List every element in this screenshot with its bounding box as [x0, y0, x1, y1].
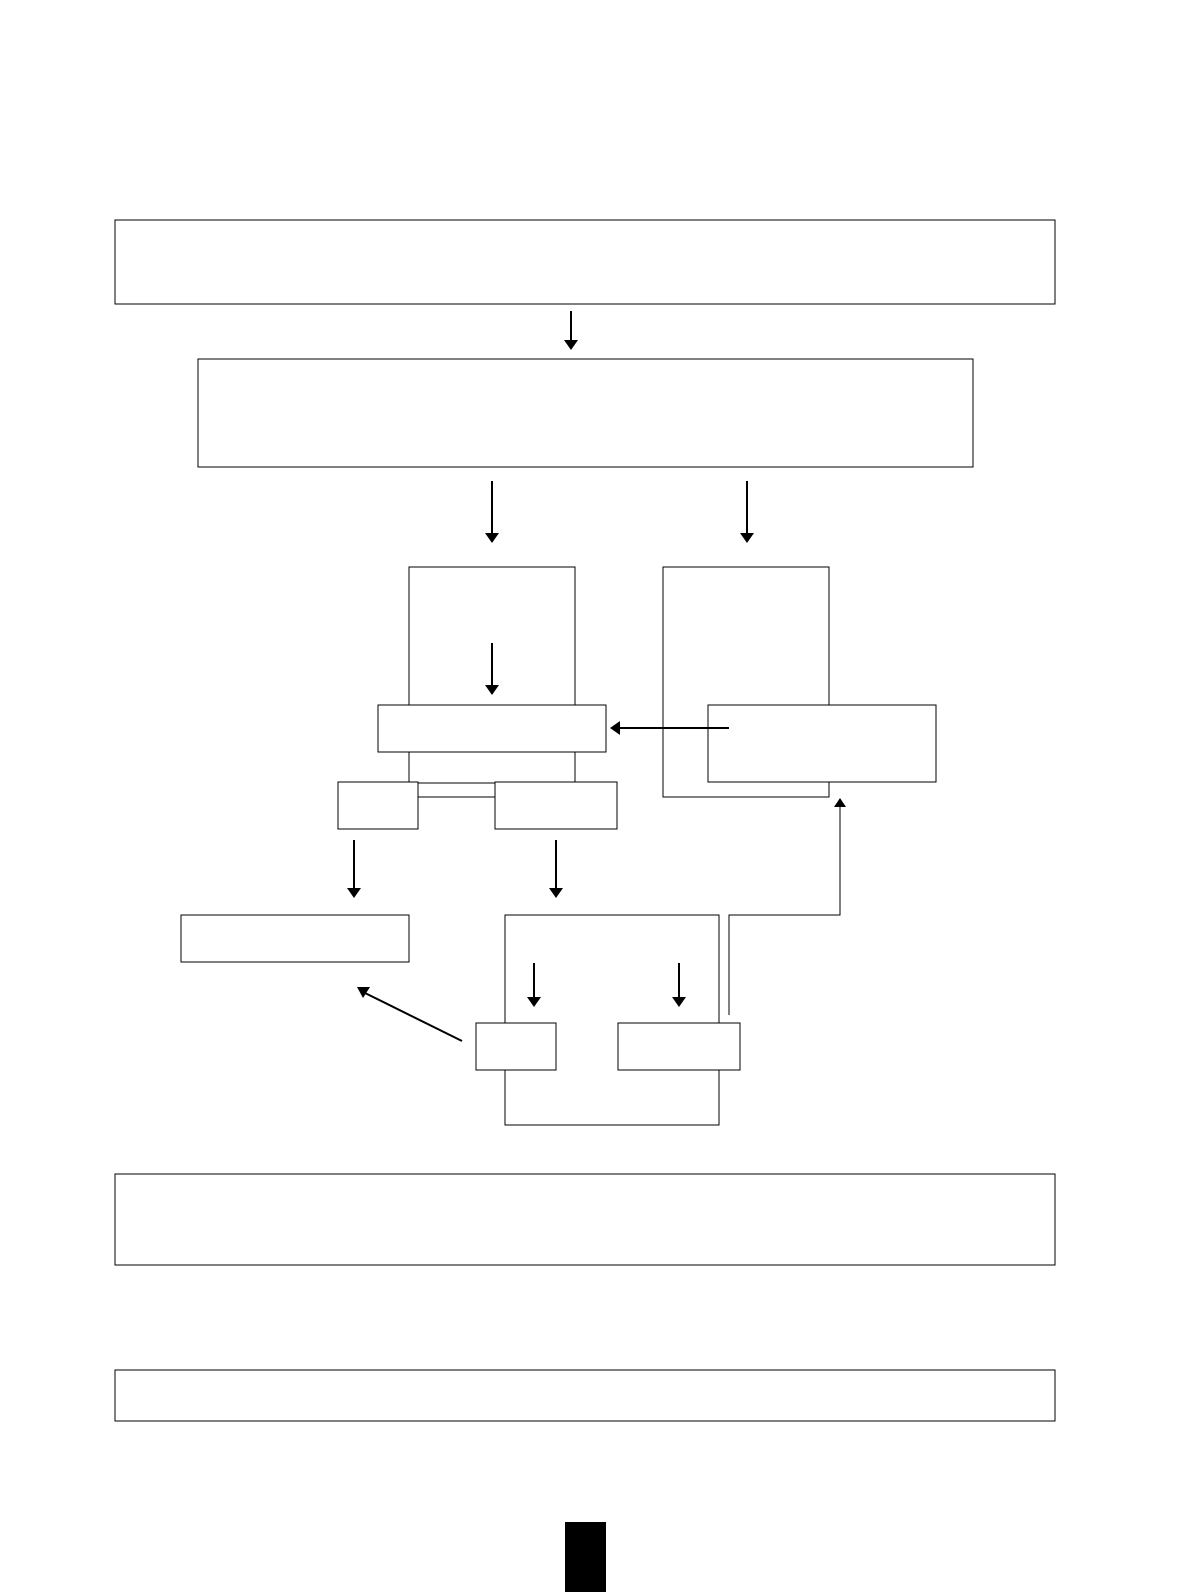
bottom-thin-box — [114, 1369, 1056, 1422]
lower-left-box — [180, 914, 410, 963]
small-left-box — [337, 781, 419, 830]
page-footer-block — [565, 1522, 606, 1592]
feedback-arrow-head — [834, 798, 846, 807]
arrow-lower-frame-right-down — [672, 963, 686, 1007]
right-side-box — [707, 704, 937, 783]
arrow-small-left-down — [347, 840, 361, 898]
arrow-second-to-left-column — [485, 481, 499, 543]
bottom-wide-box — [114, 1173, 1056, 1266]
arrow-top-to-second — [564, 311, 578, 350]
second-box — [197, 358, 974, 468]
arrow-inside-left-column — [485, 643, 499, 695]
arrow-small-right-down — [549, 840, 563, 898]
lower-frame — [504, 914, 720, 1126]
lower-small-left-box — [475, 1022, 557, 1071]
arrow-second-to-right-column — [740, 481, 754, 543]
lower-small-right-box — [617, 1022, 741, 1071]
small-right-box — [494, 781, 618, 830]
arrow-lower-frame-left-down — [527, 963, 541, 1007]
middle-bar — [377, 704, 607, 753]
top-box — [114, 219, 1056, 305]
arrow-diagonal-to-lower-left-box — [357, 987, 463, 1042]
arrow-right-box-to-middle-bar — [610, 721, 729, 735]
feedback-connector — [728, 806, 841, 1015]
